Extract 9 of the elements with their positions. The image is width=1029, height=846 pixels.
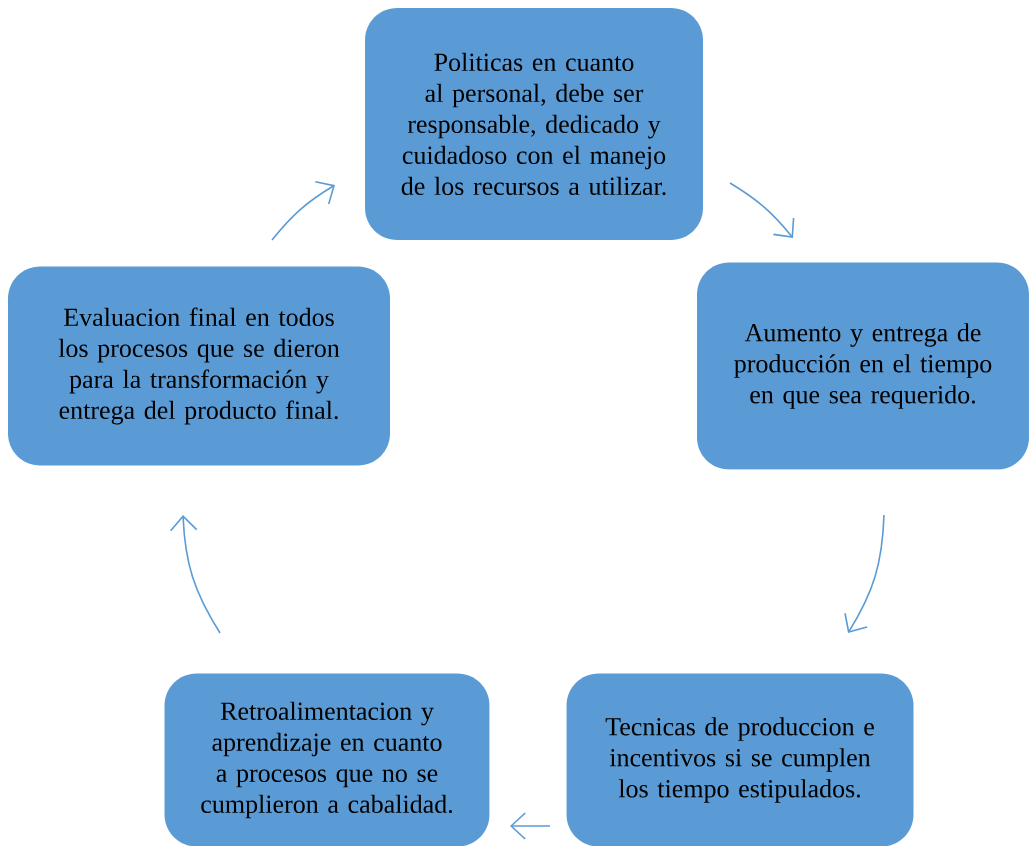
arrow	[271, 180, 335, 241]
process-box: Tecnicas de produccion e incentivos si se cumplen los tiempo estipulados.	[566, 673, 914, 846]
arrow	[729, 182, 795, 238]
arrow	[169, 515, 221, 634]
process-box: Evaluacion final en todos los procesos que se dieron para la transformación y entrega del producto final.	[8, 266, 390, 466]
process-box: Politicas en cuanto al personal, debe ser responsable, dedicado y cuidadoso con el manejo de los recursos a utilizar.	[365, 8, 703, 240]
process-box: Aumento y entrega de producción en el tiempo en que sea requerido.	[697, 262, 1029, 470]
process-box: Retroalimentacion y aprendizaje en cuanto a procesos que no se cumplieron a cabalidad.	[164, 673, 490, 846]
arrow	[844, 514, 885, 633]
